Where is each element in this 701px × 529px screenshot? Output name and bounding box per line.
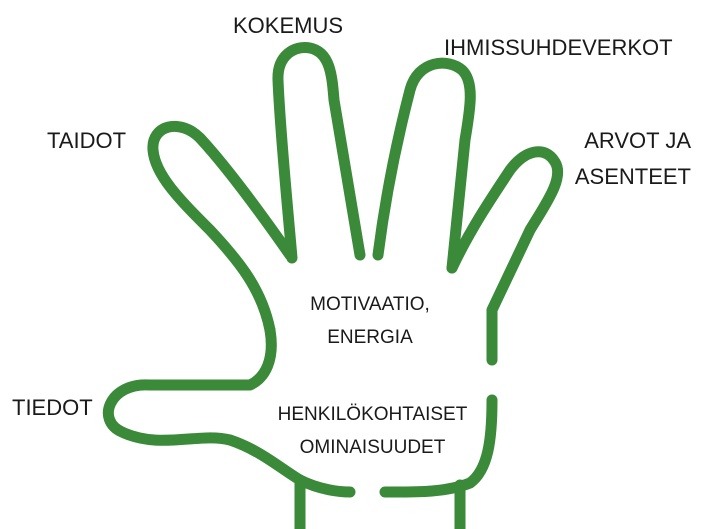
finger-taidot xyxy=(153,126,290,330)
label-henkilokohtaiset-ominaisuudet: HENKILÖKOHTAISET OMINAISUUDET xyxy=(240,398,505,464)
label-taidot: TAIDOT xyxy=(47,127,126,155)
finger-arvot xyxy=(452,152,558,360)
label-motivaatio-line1: MOTIVAATIO, xyxy=(290,288,450,321)
label-motivaatio-line2: ENERGIA xyxy=(290,321,450,354)
label-arvot-line1: ARVOT JA xyxy=(566,127,691,155)
finger-kokemus xyxy=(278,47,360,258)
label-arvot-line2: ASENTEET xyxy=(566,163,691,191)
label-henkilo-line1: HENKILÖKOHTAISET xyxy=(240,398,505,431)
label-arvot-ja-asenteet: ARVOT JA ASENTEET xyxy=(566,127,691,191)
label-tiedot: TIEDOT xyxy=(12,394,93,422)
label-motivaatio-energia: MOTIVAATIO, ENERGIA xyxy=(290,288,450,354)
finger-ihmissuhdeverkot xyxy=(378,63,470,268)
label-kokemus: KOKEMUS xyxy=(233,12,343,40)
label-henkilo-line2: OMINAISUUDET xyxy=(240,431,505,464)
label-ihmissuhdeverkot: IHMISSUHDEVERKOT xyxy=(444,34,673,62)
